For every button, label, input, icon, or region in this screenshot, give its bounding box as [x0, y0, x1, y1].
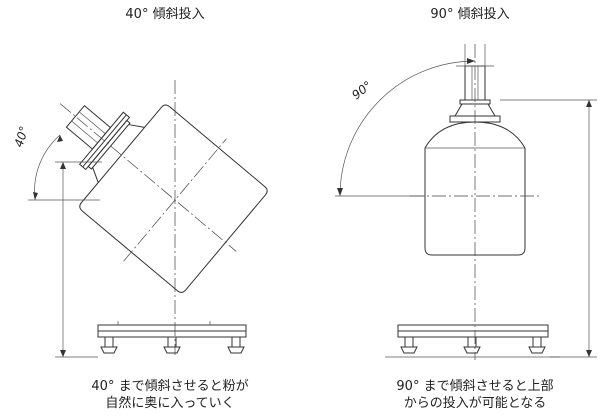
left-angle-label: 40° [12, 124, 32, 149]
right-caption-line-2: からの投入が可能となる [403, 396, 547, 411]
left-caption: 40° まで傾斜させると粉が 自然に奥に入っていく [40, 378, 300, 412]
right-diagram: 90° [335, 44, 597, 360]
right-caption-line-1: 90° まで傾斜させると上部 [396, 379, 554, 394]
right-caption: 90° まで傾斜させると上部 からの投入が可能となる [345, 378, 600, 412]
left-diagram: 40° [12, 80, 268, 358]
left-vessel [59, 103, 268, 293]
left-caption-line-2: 自然に奥に入っていく [105, 396, 235, 411]
right-base-frame [397, 324, 549, 354]
right-vessel [424, 44, 526, 256]
left-caption-line-1: 40° まで傾斜させると粉が [91, 379, 249, 394]
left-diagram-title: 40° 傾斜投入 [125, 7, 205, 22]
right-diagram-title: 90° 傾斜投入 [430, 7, 510, 22]
right-angle-label: 90° [349, 78, 374, 102]
left-base-frame [97, 321, 247, 354]
